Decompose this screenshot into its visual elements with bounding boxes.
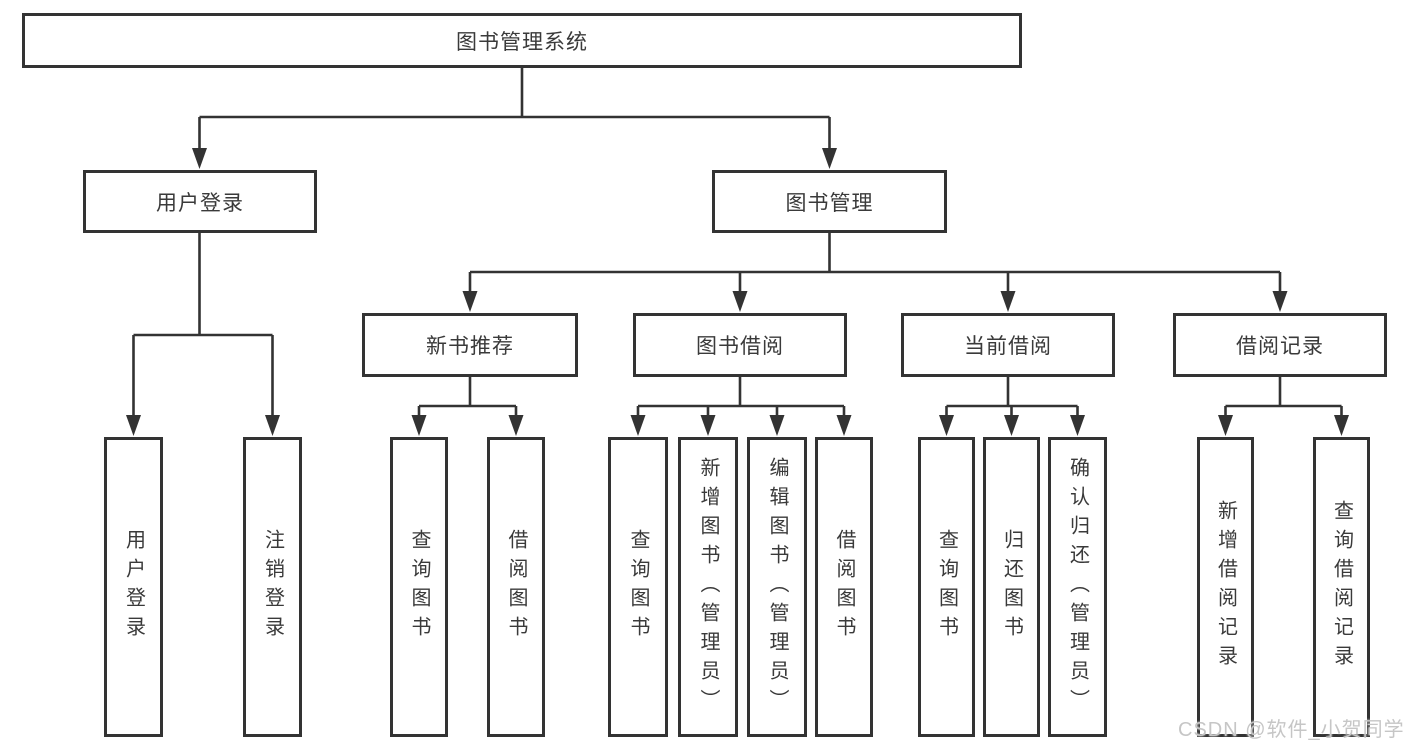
arrowheads [126, 148, 1349, 436]
leaf-edit-books-admin: 编辑图书（管理员） [747, 437, 807, 737]
leaf-add-books-admin: 新增图书（管理员） [678, 437, 738, 737]
leaf-logout: 注销登录 [243, 437, 302, 737]
arrow-down-icon [462, 291, 478, 312]
node-new-book-recommendation: 新书推荐 [362, 313, 578, 377]
node-root: 图书管理系统 [22, 13, 1022, 68]
arrow-down-icon [769, 415, 785, 436]
arrow-down-icon [1218, 415, 1233, 436]
connector-newbook-to-leaves [417, 377, 518, 422]
arrow-down-icon [192, 148, 207, 169]
arrow-down-icon [1004, 415, 1019, 436]
arrow-down-icon [411, 415, 427, 436]
arrow-down-icon [630, 415, 646, 436]
leaf-user-login: 用户登录 [104, 437, 163, 737]
arrow-down-icon [126, 415, 141, 436]
arrow-down-icon [1272, 291, 1288, 312]
arrow-down-icon [265, 415, 280, 436]
arrow-down-icon [1334, 415, 1349, 436]
arrow-down-icon [732, 291, 748, 312]
connector-userlogin-to-leaves [132, 233, 274, 422]
leaf-query-borrow-record: 查询借阅记录 [1313, 437, 1370, 737]
node-book-management: 图书管理 [712, 170, 947, 233]
leaf-query-books-recommend: 查询图书 [390, 437, 448, 737]
connector-records-to-leaves [1224, 377, 1343, 422]
leaf-add-borrow-record: 新增借阅记录 [1197, 437, 1254, 737]
arrow-down-icon [939, 415, 954, 436]
leaf-borrow-books-borrowing: 借阅图书 [815, 437, 873, 737]
csdn-watermark: CSDN @软件_小贺同学 [1178, 719, 1405, 741]
connector-borrowing-to-leaves [636, 377, 846, 422]
arrow-down-icon [1000, 291, 1016, 312]
arrow-down-icon [1070, 415, 1085, 436]
node-user-login: 用户登录 [83, 170, 317, 233]
connector-current-to-leaves [945, 377, 1079, 422]
leaf-borrow-books-recommend: 借阅图书 [487, 437, 545, 737]
arrow-down-icon [836, 415, 852, 436]
arrow-down-icon [700, 415, 716, 436]
leaf-query-books-borrowing: 查询图书 [608, 437, 668, 737]
connector-root-to-level2 [198, 68, 831, 152]
node-book-borrowing: 图书借阅 [633, 313, 847, 377]
leaf-return-books: 归还图书 [983, 437, 1040, 737]
leaf-confirm-return-admin: 确认归还（管理员） [1048, 437, 1107, 737]
connector-bookmgmt-to-level3 [468, 233, 1282, 298]
arrow-down-icon [508, 415, 524, 436]
node-current-borrowing: 当前借阅 [901, 313, 1115, 377]
arrow-down-icon [822, 148, 837, 169]
node-borrowing-records: 借阅记录 [1173, 313, 1387, 377]
leaf-query-books-current: 查询图书 [918, 437, 975, 737]
